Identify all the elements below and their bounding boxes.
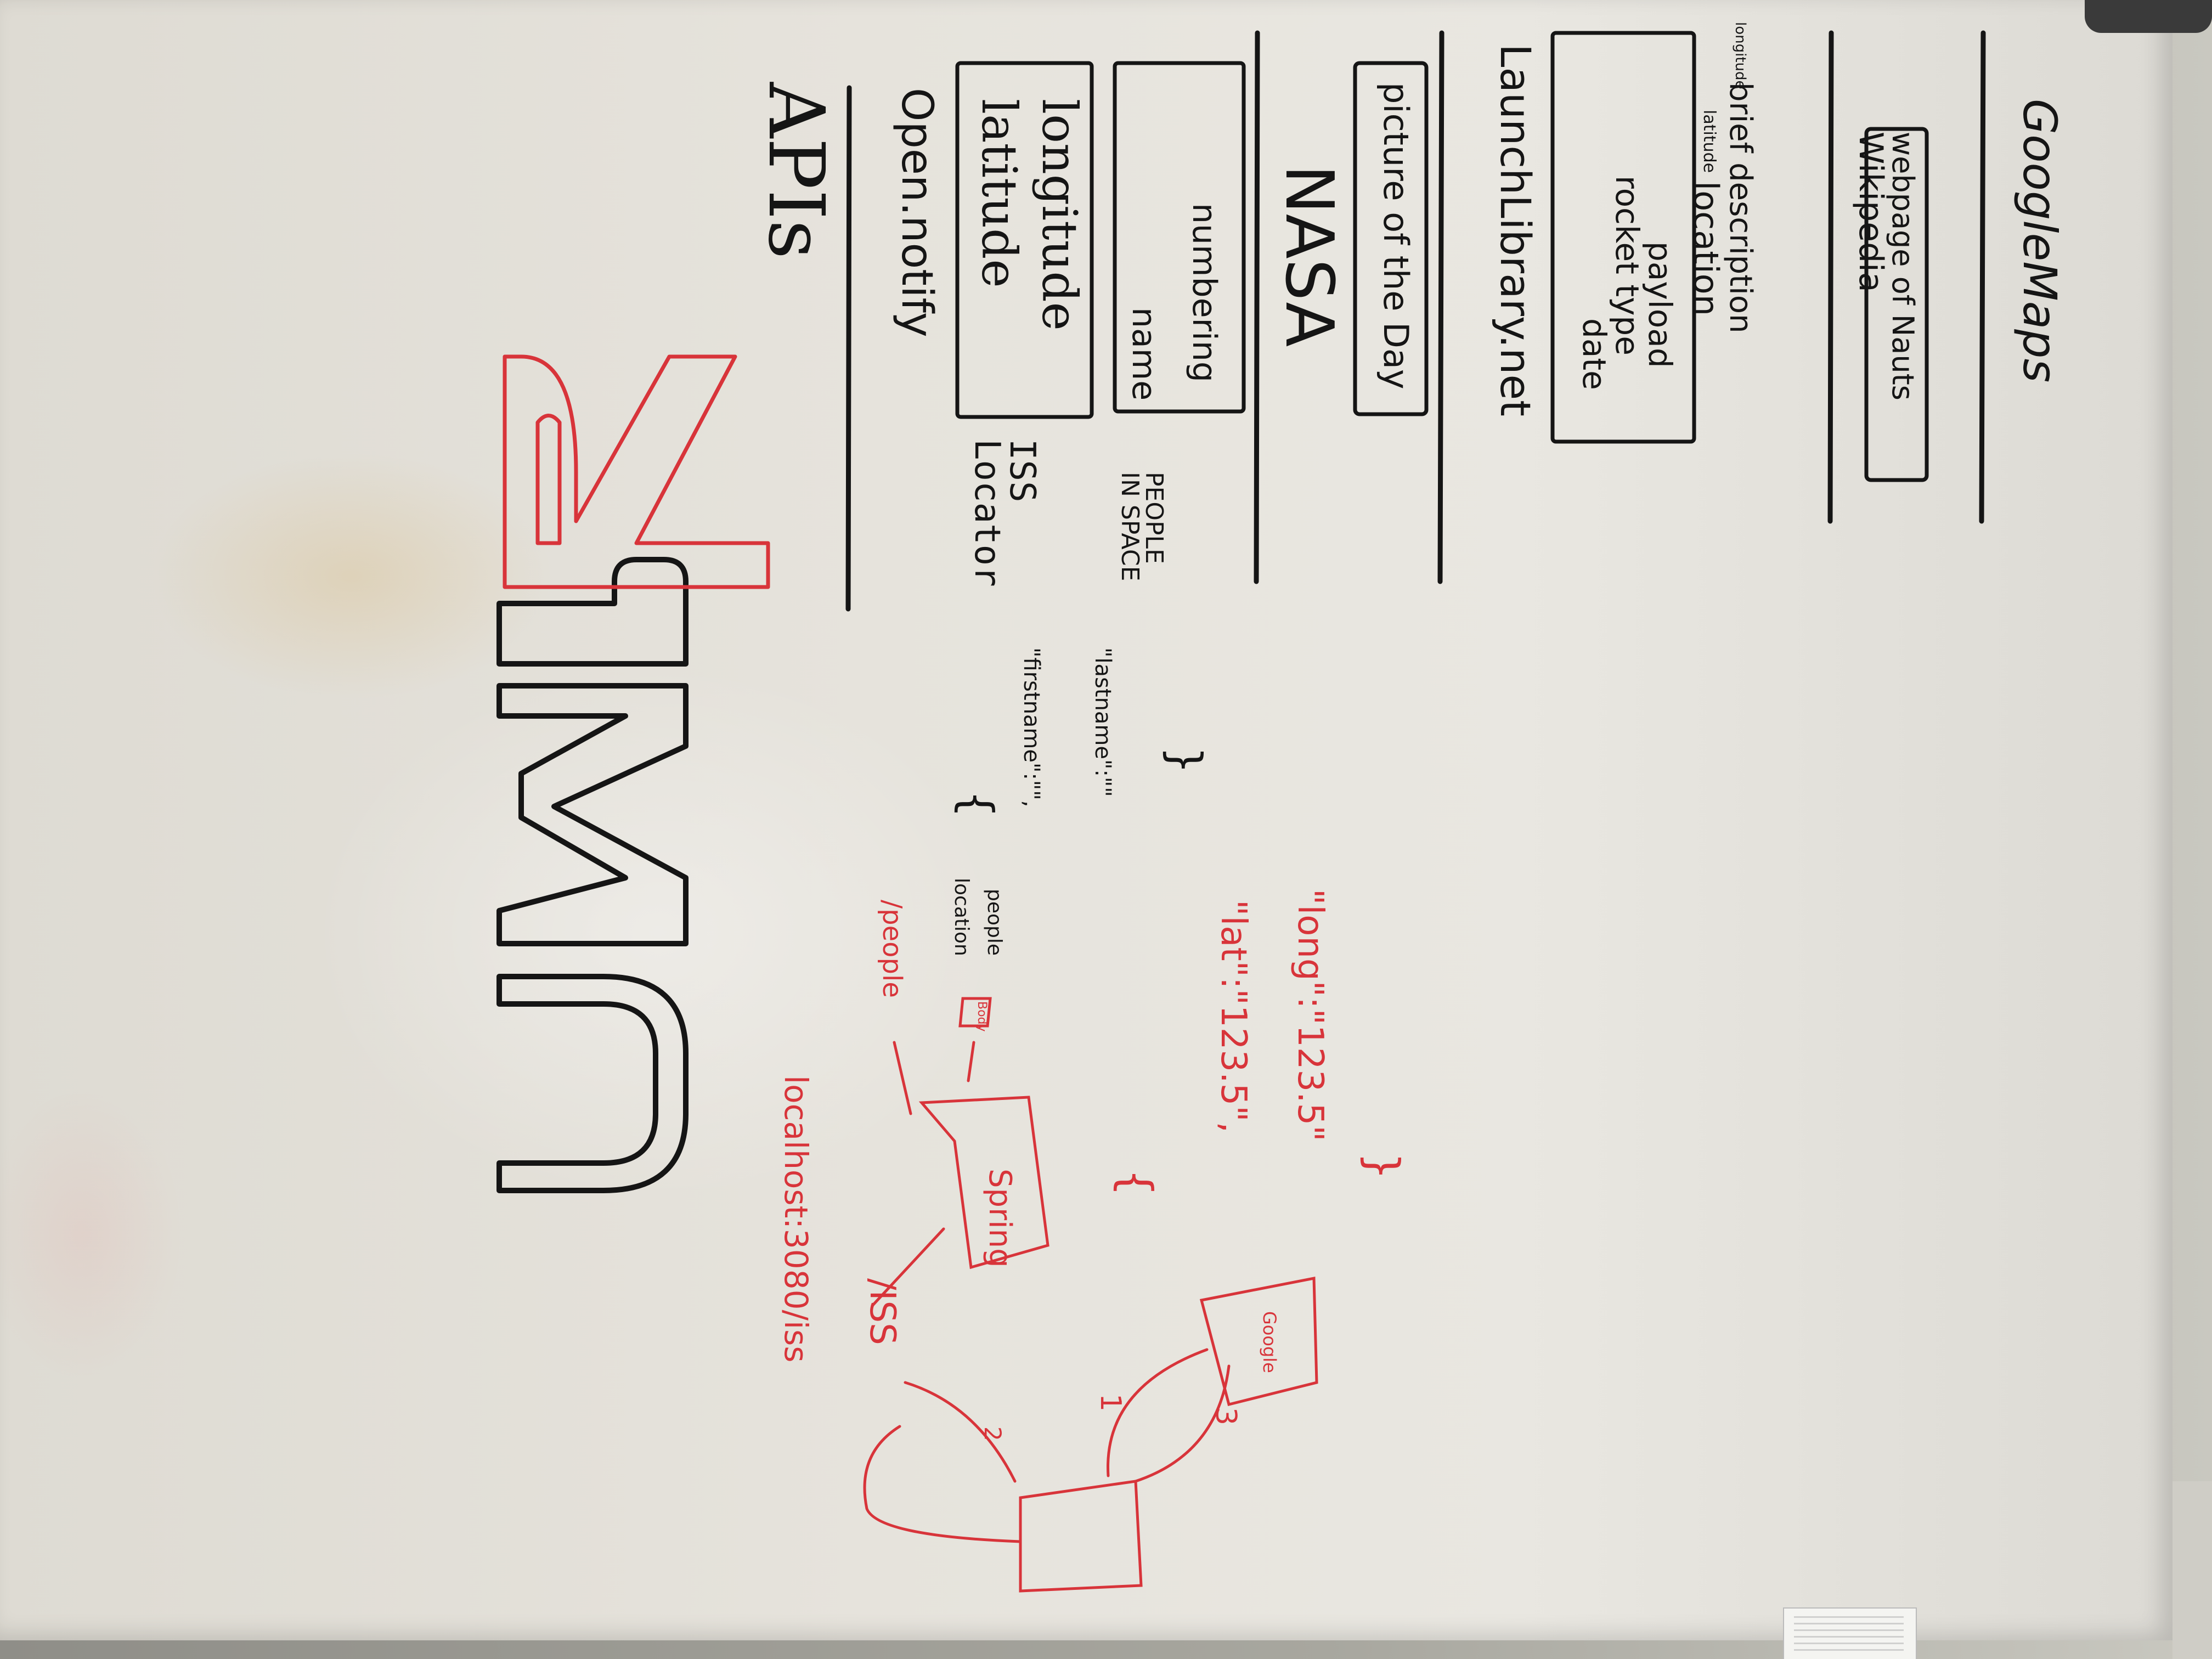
json-lastname: "lastname":"" bbox=[1090, 647, 1115, 797]
launch-field-payload: payload bbox=[1641, 241, 1679, 368]
diagram-step-3: 3 bbox=[1209, 1407, 1242, 1426]
spring-box bbox=[918, 1096, 1049, 1269]
divider-apis bbox=[845, 85, 852, 612]
red-r-outline bbox=[503, 354, 770, 589]
diagram-branch-people: people bbox=[983, 889, 1006, 956]
google-maps-label: GoogleMaps bbox=[2013, 99, 2067, 383]
floor-edge bbox=[2172, 1481, 2212, 1659]
letter-l bbox=[496, 557, 689, 667]
body-box bbox=[958, 997, 992, 1028]
paper-text-lines bbox=[1794, 1616, 1904, 1651]
box-location-fields bbox=[955, 61, 1094, 419]
diagram-lat-line: "lat":"123.5", bbox=[1213, 900, 1254, 1133]
box-launch-fields bbox=[1550, 31, 1696, 444]
diagram-json-close: } bbox=[1357, 1152, 1408, 1180]
wikipedia-nauts: webpage of Nauts bbox=[1886, 132, 1920, 400]
diagram-json-open: { bbox=[1110, 1169, 1161, 1197]
launch-field-date: date bbox=[1576, 318, 1613, 390]
box-picture-of-day bbox=[1353, 61, 1429, 416]
json-firstname: "firstname":"", bbox=[1019, 647, 1044, 808]
open-notify-label: Open.notify bbox=[892, 88, 941, 337]
json-close-brace: } bbox=[1160, 746, 1211, 774]
letter-m bbox=[496, 683, 689, 946]
diagram-branch-location: location bbox=[950, 878, 973, 956]
divider-launch bbox=[1437, 30, 1444, 584]
client-box bbox=[1019, 1480, 1143, 1593]
field-longitude: longitude bbox=[1031, 99, 1088, 331]
json-open-brace: { bbox=[951, 790, 1002, 818]
arrow-4 bbox=[1134, 1364, 1231, 1483]
letter-u bbox=[496, 974, 689, 1193]
uml-outline bbox=[496, 557, 689, 1193]
arrow-2 bbox=[904, 1381, 1017, 1483]
nasa-picture-of-day: picture of the Day bbox=[1376, 82, 1416, 390]
launch-library-label: LaunchLibrary.net bbox=[1491, 44, 1540, 416]
whiteboard-surface bbox=[0, 0, 2172, 1640]
iss-locator-label: ISS Locator bbox=[967, 439, 1042, 587]
spring-to-people bbox=[893, 1041, 912, 1115]
diagram-iss-label: /ISS bbox=[862, 1278, 902, 1345]
launch-location-latitude: latitude bbox=[1700, 110, 1719, 173]
marker-object bbox=[2085, 0, 2212, 33]
diagram-body-box-label: Body bbox=[975, 1001, 989, 1032]
red-diagram bbox=[863, 997, 1318, 1593]
launch-field-brief-description: brief description bbox=[1723, 82, 1758, 334]
field-numbering: numbering bbox=[1185, 203, 1223, 382]
launch-field-location: location bbox=[1686, 181, 1726, 317]
apis-heading: APIs bbox=[751, 82, 840, 259]
arrow-3 bbox=[1107, 1348, 1209, 1477]
people-in-space-label: PEOPLE IN SPACE bbox=[1116, 472, 1168, 582]
spring-to-iss bbox=[871, 1227, 945, 1307]
wikipedia-label: Wikipedia bbox=[1852, 132, 1890, 292]
diagram-people-path: /people bbox=[877, 900, 907, 998]
diagram-step-2: 2 bbox=[979, 1426, 1006, 1441]
box-people-fields bbox=[1113, 61, 1246, 414]
divider-google bbox=[1979, 30, 1986, 524]
diagram-google-label: Google bbox=[1259, 1311, 1280, 1373]
diagram-long-line: "long":"123.5" bbox=[1290, 889, 1330, 1142]
diagram-step-1: 1 bbox=[1094, 1393, 1127, 1412]
launch-location-longitude: longitude bbox=[1732, 22, 1748, 89]
spring-to-body bbox=[967, 1041, 975, 1082]
google-box bbox=[1199, 1276, 1318, 1407]
field-name: name bbox=[1125, 307, 1163, 401]
launch-field-rocket-type: rocket type bbox=[1609, 176, 1646, 356]
field-latitude: latitude bbox=[971, 99, 1028, 288]
divider-nasa bbox=[1254, 30, 1260, 584]
nasa-label: NASA bbox=[1271, 165, 1347, 347]
box-wiki-nauts bbox=[1864, 127, 1929, 482]
arrow-1 bbox=[863, 1425, 1022, 1543]
divider-wiki bbox=[1827, 30, 1834, 524]
diagram-url: localhost:3080/iss bbox=[777, 1075, 815, 1363]
diagram-spring-label: Spring bbox=[982, 1169, 1018, 1268]
